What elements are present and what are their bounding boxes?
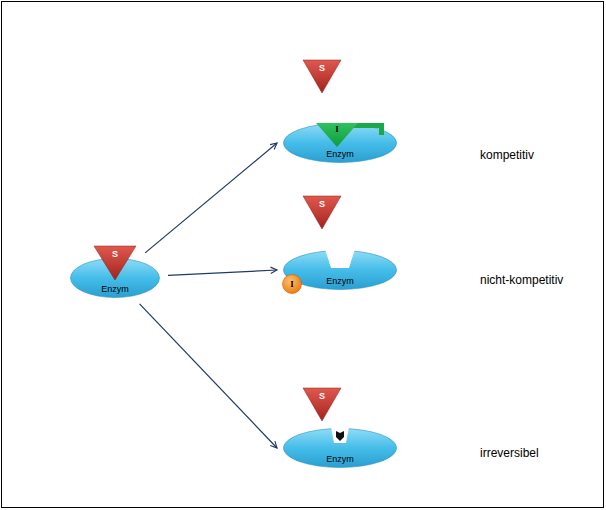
enzyme-label: Enzym	[326, 455, 354, 464]
substrate-body	[303, 60, 341, 93]
enzyme-ellipse: Enzym	[283, 428, 397, 468]
allosteric-inhibitor: I	[282, 274, 302, 294]
substrate-letter: S	[112, 250, 118, 259]
reaction-arrow	[168, 270, 277, 275]
reaction-arrow	[145, 143, 277, 253]
substrate-letter: S	[319, 200, 325, 209]
active-site-notch	[325, 249, 355, 268]
enzyme-label: Enzym	[326, 277, 354, 286]
substrate-letter: S	[319, 64, 325, 73]
irreversible-inhibitor	[336, 431, 344, 441]
inhibition-type-label: nicht-kompetitiv	[480, 274, 563, 286]
inhibition-type-label: irreversibel	[480, 447, 539, 459]
enzyme-body	[284, 124, 397, 163]
enzyme-label: Enzym	[101, 285, 129, 294]
inhibitor-letter: I	[335, 125, 339, 134]
enzyme-body	[71, 259, 160, 298]
substrate-triangle: S	[94, 246, 136, 280]
substrate-triangle: S	[303, 196, 341, 229]
substrate-body	[303, 196, 341, 229]
active-site-notch	[331, 427, 349, 443]
substrate-body	[303, 388, 341, 421]
enzyme-label: Enzym	[326, 150, 354, 159]
inhibition-type-label: kompetitiv	[480, 149, 534, 161]
substrate-triangle: S	[303, 60, 341, 93]
substrate-letter: S	[319, 392, 325, 401]
connector-group	[140, 143, 277, 448]
inhibitor-letter: I	[290, 280, 294, 289]
enzyme-body	[284, 429, 397, 468]
inhibitor-body	[283, 275, 302, 294]
substrate-triangle: S	[303, 388, 341, 421]
competitive-inhibitor: I	[316, 123, 358, 147]
reaction-arrow	[140, 304, 277, 448]
